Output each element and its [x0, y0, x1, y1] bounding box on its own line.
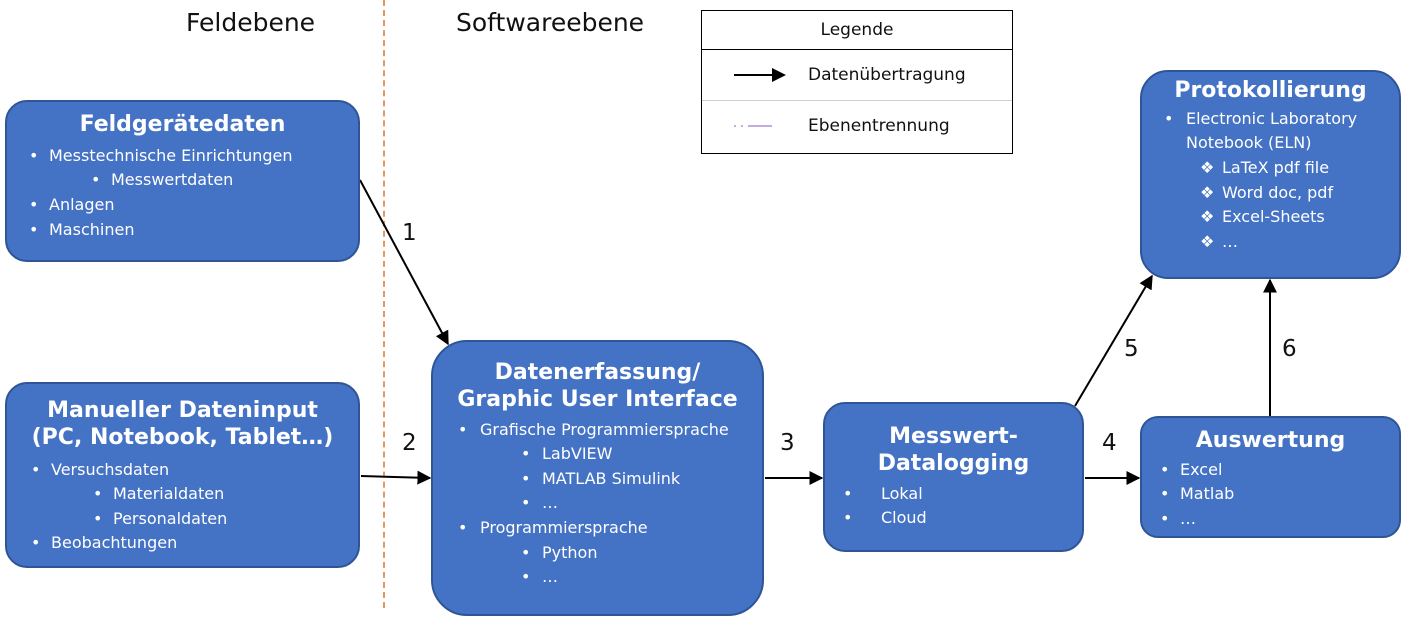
- measurement-datalogging-box: Messwert- Datalogging Lokal Cloud: [823, 402, 1084, 552]
- box-title-line: Graphic User Interface: [457, 386, 738, 412]
- data-acquisition-gui-box: Datenerfassung/ Graphic User Interface G…: [431, 340, 764, 616]
- arrow-5: [1074, 274, 1153, 407]
- list-item: Word doc, pdf: [1142, 181, 1399, 206]
- list-item: Grafische Programmiersprache: [433, 418, 762, 443]
- list-item: Matlab: [1142, 482, 1399, 507]
- box-title-line: Manueller Dateninput: [47, 398, 318, 423]
- legend-item-label: Datenübertragung: [808, 65, 966, 85]
- list-item: Messwertdaten: [7, 168, 358, 193]
- box-title: Auswertung: [1195, 428, 1346, 453]
- connection-label-3: 3: [780, 430, 795, 456]
- logging-protocol-box: Protokollierung Electronic Laboratory No…: [1140, 70, 1401, 279]
- list-item: …: [433, 565, 762, 590]
- list-item: Maschinen: [7, 218, 358, 243]
- arrow-icon: [734, 68, 786, 82]
- list-item-continuation: Notebook (ELN): [1186, 133, 1312, 153]
- arrow-1: [359, 179, 449, 346]
- list-item: Messtechnische Einrichtungen: [7, 144, 358, 169]
- software-level-label: Softwareebene: [456, 8, 645, 37]
- list-item: …: [1142, 507, 1399, 532]
- list-item: Python: [433, 541, 762, 566]
- list-item: Programmiersprache: [433, 516, 762, 541]
- box-title: Manueller Dateninput (PC, Notebook, Tabl…: [7, 398, 358, 452]
- list-item: Materialdaten: [7, 482, 358, 507]
- connection-label-5: 5: [1124, 336, 1139, 362]
- evaluation-box: Auswertung Excel Matlab …: [1140, 416, 1401, 538]
- legend-item-divider: Ebenentrennung: [702, 101, 1012, 151]
- box-title-line: (PC, Notebook, Tablet…): [31, 424, 334, 450]
- list-item: …: [433, 491, 762, 516]
- list-item: …: [1142, 230, 1399, 255]
- list-item: Lokal: [825, 482, 1082, 507]
- list-item: Excel-Sheets: [1142, 205, 1399, 230]
- legend-title: Legende: [702, 11, 1012, 50]
- connection-label-6: 6: [1282, 336, 1297, 362]
- connection-label-4: 4: [1102, 430, 1117, 456]
- box-title: Feldgerätedaten: [79, 112, 286, 137]
- list-item: LaTeX pdf file: [1142, 156, 1399, 181]
- field-device-data-box: Feldgerätedaten Messtechnische Einrichtu…: [5, 100, 360, 262]
- box-title-line: Messwert-: [889, 424, 1018, 449]
- manual-data-input-box: Manueller Dateninput (PC, Notebook, Tabl…: [5, 382, 360, 568]
- list-item: LabVIEW: [433, 442, 762, 467]
- field-level-label: Feldebene: [186, 8, 316, 37]
- box-title: Datenerfassung/ Graphic User Interface: [433, 360, 762, 414]
- list-item: Cloud: [825, 506, 1082, 531]
- list-item: Beobachtungen: [7, 531, 358, 556]
- list-item: MATLAB Simulink: [433, 467, 762, 492]
- connection-label-2: 2: [402, 430, 417, 456]
- legend-item-arrow: Datenübertragung: [702, 50, 1012, 101]
- box-title: Protokollierung: [1174, 78, 1367, 103]
- list-item: Versuchsdaten: [7, 458, 358, 483]
- box-title-line: Datenerfassung/: [494, 360, 701, 385]
- dash-dot-line-icon: [734, 125, 776, 127]
- list-item: Anlagen: [7, 193, 358, 218]
- connection-label-1: 1: [402, 220, 417, 246]
- arrow-2: [360, 470, 432, 485]
- box-title-line: Datalogging: [877, 450, 1030, 476]
- list-item: Excel: [1142, 458, 1399, 483]
- legend: Legende Datenübertragung Ebenentrennung: [701, 10, 1013, 154]
- legend-item-label: Ebenentrennung: [808, 116, 950, 136]
- list-item: Electronic Laboratory: [1142, 107, 1399, 132]
- list-item: Personaldaten: [7, 507, 358, 532]
- level-divider-line: [383, 0, 385, 608]
- box-title: Messwert- Datalogging: [825, 424, 1082, 478]
